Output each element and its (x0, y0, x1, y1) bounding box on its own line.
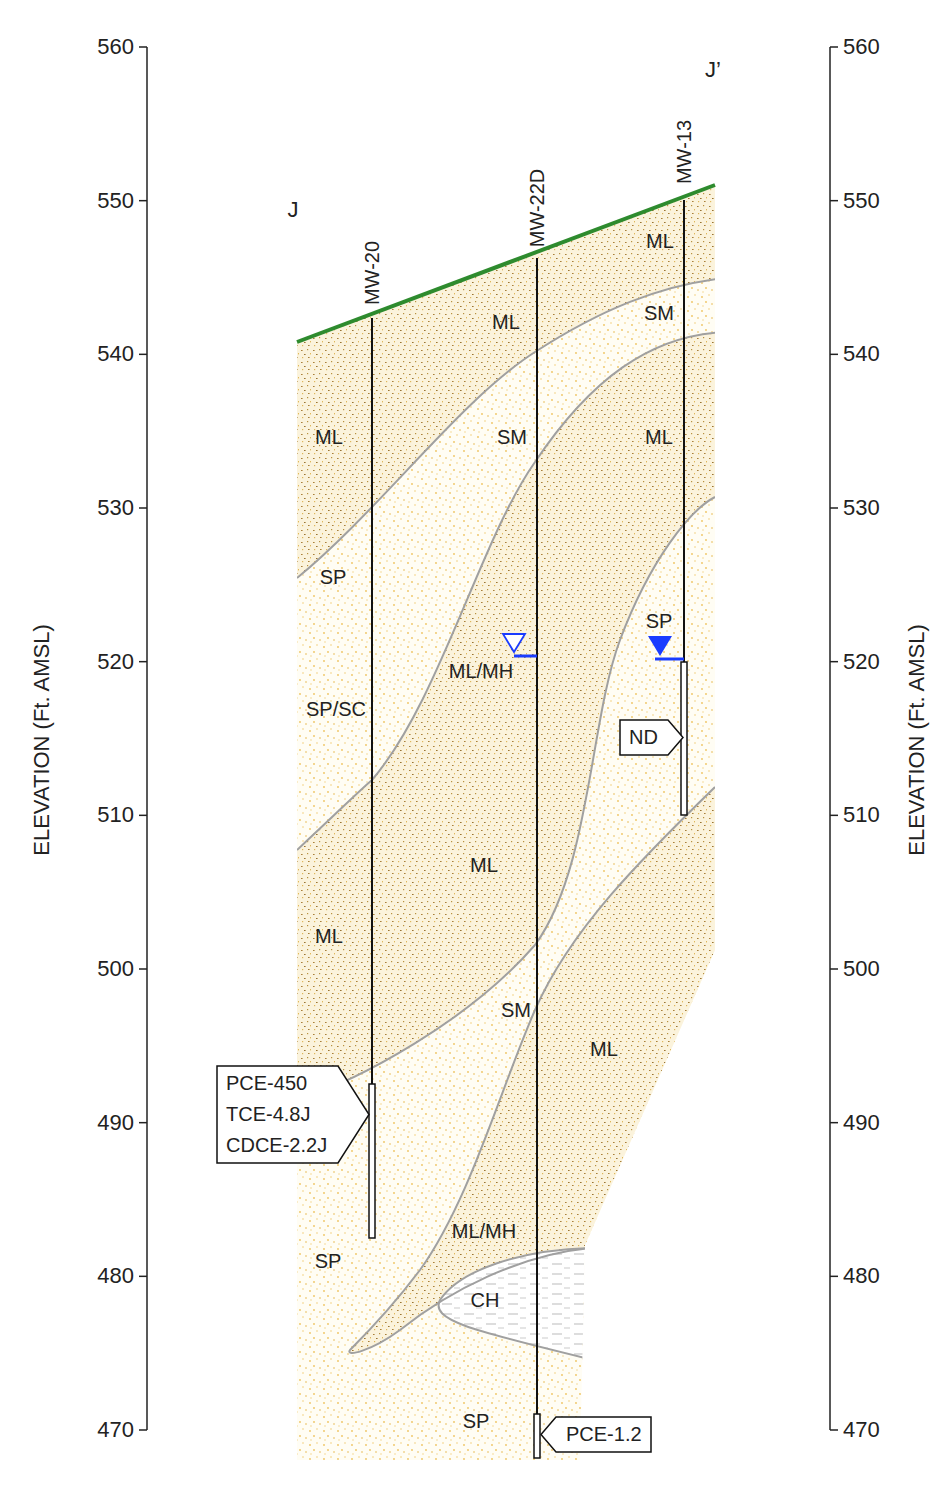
axis-title: ELEVATION (Ft. AMSL) (29, 624, 54, 855)
concentration-text: TCE-4.8J (226, 1099, 370, 1130)
axis-tick-label: 470 (843, 1417, 880, 1442)
axis-tick-label: 500 (97, 956, 134, 981)
section-end-label: J’ (705, 57, 721, 82)
well-name: MW-20 (361, 241, 384, 305)
soil-type-label: SM (644, 302, 674, 325)
axis-tick-label: 510 (97, 803, 134, 828)
axis-tick-label: 560 (97, 34, 134, 59)
axis-tick-label: 530 (843, 495, 880, 520)
axis-tick-label: 500 (843, 956, 880, 981)
soil-type-label: ML (645, 426, 673, 449)
result-callout: ND (619, 719, 684, 756)
soil-type-label: SP (315, 1250, 342, 1273)
axis-tick-label: 470 (97, 1417, 134, 1442)
axis-tick-label: 520 (97, 649, 134, 674)
soil-type-label: SP (463, 1410, 490, 1433)
axis-title: ELEVATION (Ft. AMSL) (904, 624, 929, 855)
soil-type-label: SP/SC (306, 698, 366, 721)
well-name: MW-13 (673, 120, 696, 184)
axis-tick-label: 510 (843, 803, 880, 828)
result-callout: PCE-1.2 (540, 1416, 652, 1453)
section-end-label: J (288, 197, 299, 222)
axis-tick-label: 490 (97, 1110, 134, 1135)
soil-type-label: SM (497, 426, 527, 449)
soil-type-label: SM (501, 999, 531, 1022)
soil-type-label: ML/MH (452, 1220, 516, 1243)
concentration-text: PCE-1.2 (566, 1419, 652, 1450)
axis-tick-label: 530 (97, 495, 134, 520)
soil-type-label: SP (320, 566, 347, 589)
axis-tick-label: 560 (843, 34, 880, 59)
concentration-text: PCE-450 (226, 1068, 370, 1099)
soil-type-label: ML (646, 230, 674, 253)
axis-tick-label: 540 (97, 342, 134, 367)
result-callout: PCE-450TCE-4.8JCDCE-2.2J (216, 1065, 370, 1164)
soil-type-label: ML/MH (449, 660, 513, 683)
soil-type-label: ML (315, 925, 343, 948)
axis-tick-label: 520 (843, 649, 880, 674)
soil-type-label: ML (590, 1038, 618, 1061)
concentration-text: ND (629, 722, 684, 753)
soil-type-label: SP (646, 610, 673, 633)
axis-tick-label: 490 (843, 1110, 880, 1135)
soil-type-label: ML (492, 311, 520, 334)
axis-tick-label: 540 (843, 342, 880, 367)
well-name: MW-22D (526, 169, 549, 248)
axis-tick-label: 480 (97, 1264, 134, 1289)
axis-tick-label: 480 (843, 1264, 880, 1289)
soil-type-label: ML (315, 426, 343, 449)
axis-tick-label: 550 (97, 188, 134, 213)
concentration-text: CDCE-2.2J (226, 1130, 370, 1161)
soil-type-label: CH (471, 1289, 500, 1312)
soil-type-label: ML (470, 854, 498, 877)
axis-tick-label: 550 (843, 188, 880, 213)
